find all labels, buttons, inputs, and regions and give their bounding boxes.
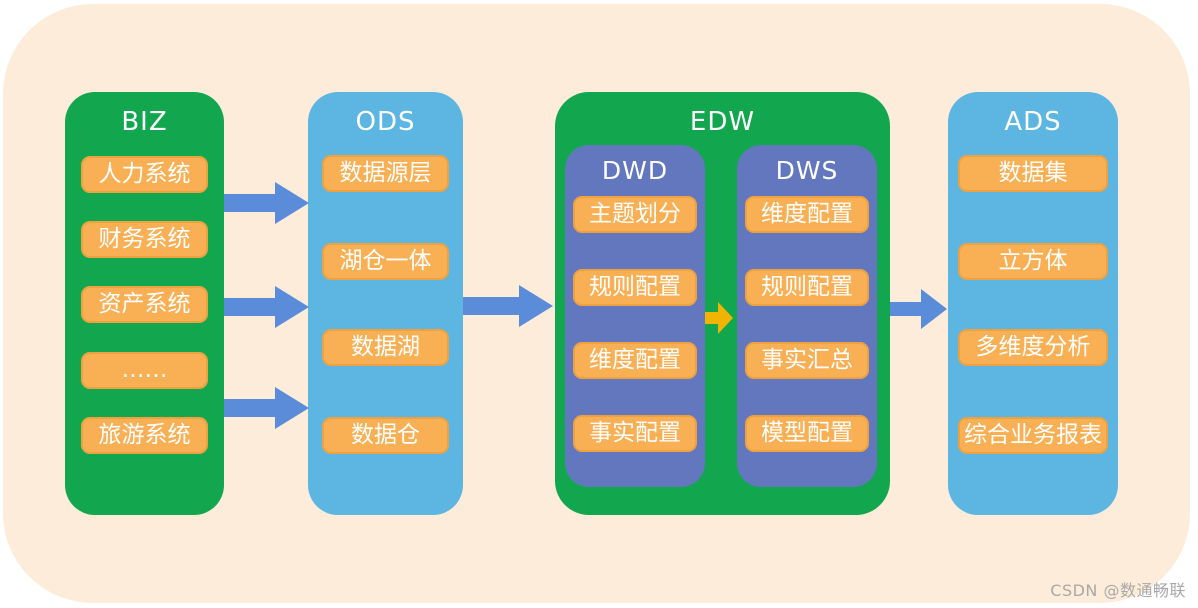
dws-item-rules: 规则配置: [745, 269, 869, 306]
ods-panel: ODS 数据源层 湖仓一体 数据湖 数据仓: [308, 92, 463, 515]
biz-to-ods-arrow-top-icon: [224, 182, 309, 224]
ods-title: ODS: [355, 107, 416, 137]
biz-title: BIZ: [121, 107, 168, 137]
ods-item-source-layer: 数据源层: [322, 155, 449, 192]
biz-to-ods-arrow-bottom-icon: [224, 387, 309, 429]
dwd-title: DWD: [601, 156, 669, 185]
edw-panel: EDW DWD 主题划分 规则配置 维度配置 事实配置 DWS 维度配置 规则配…: [555, 92, 890, 515]
dwd-panel: DWD 主题划分 规则配置 维度配置 事实配置: [565, 145, 705, 487]
biz-item-travel: 旅游系统: [81, 417, 208, 454]
ads-item-report: 综合业务报表: [958, 417, 1108, 454]
dws-title: DWS: [775, 156, 839, 185]
edw-to-ads-arrow-icon: [890, 289, 947, 329]
ads-item-cube: 立方体: [958, 243, 1108, 280]
ads-title: ADS: [1004, 107, 1062, 137]
dws-panel: DWS 维度配置 规则配置 事实汇总 模型配置: [737, 145, 877, 487]
dws-item-fact-sum: 事实汇总: [745, 342, 869, 379]
ods-to-edw-arrow-icon: [463, 285, 553, 327]
biz-item-asset: 资产系统: [81, 286, 208, 323]
ads-panel: ADS 数据集 立方体 多维度分析 综合业务报表: [948, 92, 1118, 515]
biz-to-ods-arrow-middle-icon: [224, 286, 309, 328]
dws-item-dimension: 维度配置: [745, 196, 869, 233]
dwd-item-fact: 事实配置: [573, 415, 697, 452]
ods-item-data-lake: 数据湖: [322, 329, 449, 366]
dwd-item-rules: 规则配置: [573, 269, 697, 306]
edw-title: EDW: [689, 107, 756, 137]
dwd-item-topic: 主题划分: [573, 196, 697, 233]
dwd-item-dimension: 维度配置: [573, 342, 697, 379]
biz-panel: BIZ 人力系统 财务系统 资产系统 …… 旅游系统: [65, 92, 224, 515]
dws-item-model: 模型配置: [745, 415, 869, 452]
watermark: CSDN @数通畅联: [1050, 581, 1186, 600]
biz-item-finance: 财务系统: [81, 221, 208, 258]
biz-item-more: ……: [81, 352, 208, 389]
ads-item-multidim: 多维度分析: [958, 329, 1108, 366]
ods-item-lakehouse: 湖仓一体: [322, 243, 449, 280]
biz-item-hr: 人力系统: [81, 156, 208, 193]
ads-item-dataset: 数据集: [958, 155, 1108, 192]
ods-item-data-warehouse: 数据仓: [322, 417, 449, 454]
dwd-to-dws-arrow-icon: [705, 302, 733, 334]
